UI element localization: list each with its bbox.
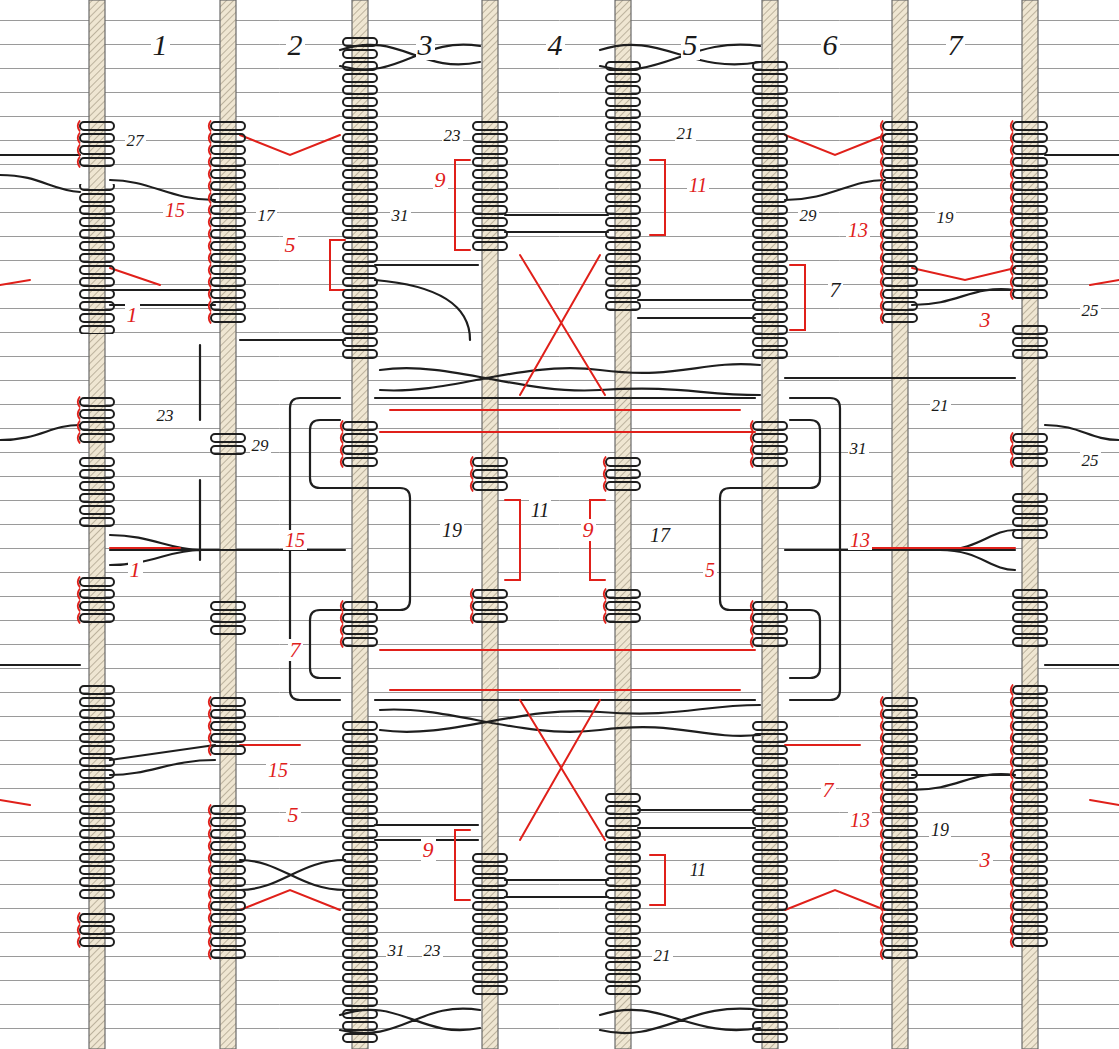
coil-winding xyxy=(75,396,119,444)
coil-winding xyxy=(1008,324,1052,360)
column-number: 6 xyxy=(821,30,840,60)
coil-winding xyxy=(601,792,645,996)
coil-winding xyxy=(748,720,792,1044)
callout-number: 25 xyxy=(1080,452,1101,469)
coil-winding xyxy=(1008,588,1052,648)
callout-number: 9 xyxy=(433,169,448,191)
callout-number: 25 xyxy=(1080,302,1101,319)
coil-winding xyxy=(75,456,119,528)
coil-winding xyxy=(75,120,119,168)
callout-number: 15 xyxy=(266,760,290,780)
coil-winding xyxy=(601,588,645,624)
coil-winding xyxy=(748,600,792,648)
callout-number: 19 xyxy=(929,821,951,839)
red-threads xyxy=(0,135,1119,910)
callout-number: 27 xyxy=(125,132,146,149)
coil-winding xyxy=(75,576,119,624)
coil-winding xyxy=(75,184,119,334)
callout-number: 21 xyxy=(930,397,951,414)
callout-number: 5 xyxy=(286,804,301,826)
coil-winding xyxy=(468,852,512,996)
coil-winding xyxy=(206,120,250,324)
coil-winding xyxy=(468,588,512,624)
callout-number: 31 xyxy=(390,207,411,224)
callout-number: 15 xyxy=(283,530,307,550)
column-number: 7 xyxy=(946,30,965,60)
coil-winding xyxy=(878,696,922,960)
callout-number: 19 xyxy=(935,209,956,226)
callout-number: 23 xyxy=(155,407,176,424)
column-number: 2 xyxy=(286,30,305,60)
callout-number: 5 xyxy=(283,234,298,256)
callout-number: 17 xyxy=(256,207,277,224)
callout-number: 7 xyxy=(288,639,303,661)
coil-winding xyxy=(748,420,792,468)
coil-winding xyxy=(1008,492,1052,540)
coil-winding xyxy=(1008,684,1052,948)
coil-winding xyxy=(468,456,512,492)
callout-number: 3 xyxy=(978,309,993,331)
callout-number: 23 xyxy=(442,127,463,144)
callout-number: 11 xyxy=(688,861,709,879)
callout-number: 13 xyxy=(848,810,872,830)
column-number: 1 xyxy=(151,30,170,60)
callout-number: 31 xyxy=(848,440,869,457)
coil-winding xyxy=(206,432,250,456)
callout-number: 21 xyxy=(652,947,673,964)
callout-number: 11 xyxy=(687,175,710,195)
callout-number: 15 xyxy=(163,200,187,220)
callout-number: 29 xyxy=(798,207,819,224)
callout-number: 5 xyxy=(703,560,717,580)
coil-winding xyxy=(338,420,382,468)
callout-number: 29 xyxy=(250,437,271,454)
column-number: 3 xyxy=(416,30,435,60)
coil-winding xyxy=(206,804,250,960)
callout-number: 17 xyxy=(648,525,672,545)
coil-winding xyxy=(601,456,645,492)
coil-winding xyxy=(601,60,645,312)
callout-number: 9 xyxy=(581,519,596,541)
coil-winding xyxy=(878,120,922,324)
callout-number: 3 xyxy=(978,849,993,871)
black-threads xyxy=(0,45,1119,1034)
callout-number: 13 xyxy=(846,220,870,240)
callout-number: 21 xyxy=(675,125,696,142)
coil-winding xyxy=(75,684,119,900)
callout-number: 23 xyxy=(422,942,443,959)
coil-winding xyxy=(338,720,382,1044)
callout-number: 1 xyxy=(125,304,140,326)
coil-winding xyxy=(75,912,119,948)
coil-winding xyxy=(206,600,250,636)
callout-number: 19 xyxy=(440,520,464,540)
callout-number: 1 xyxy=(128,559,143,581)
coil-winding xyxy=(338,600,382,648)
coil-winding xyxy=(1008,120,1052,300)
coil-winding xyxy=(338,36,382,360)
coil-winding xyxy=(748,60,792,360)
column-number: 5 xyxy=(681,30,700,60)
coil-windings xyxy=(75,36,1052,1044)
callout-number: 13 xyxy=(848,530,872,550)
column-number: 4 xyxy=(546,30,565,60)
coil-winding xyxy=(206,696,250,756)
coil-winding xyxy=(468,120,512,252)
callout-number: 7 xyxy=(821,779,836,801)
coil-winding xyxy=(1008,432,1052,468)
callout-number: 31 xyxy=(386,942,407,959)
callout-number: 11 xyxy=(529,500,552,520)
callout-number: 9 xyxy=(421,839,436,861)
callout-number: 7 xyxy=(828,279,843,301)
loom-bars xyxy=(89,0,1038,1049)
